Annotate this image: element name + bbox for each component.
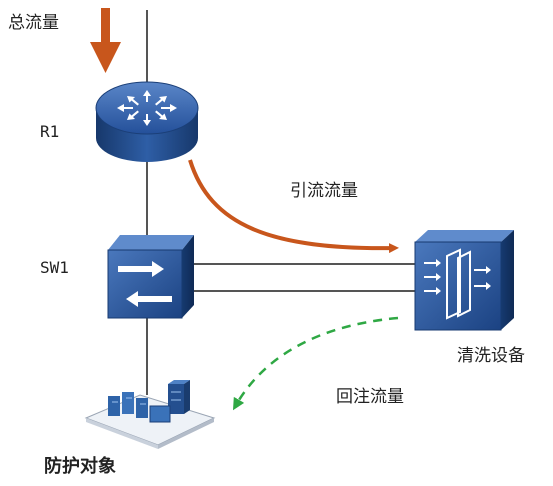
switch-label: SW1 <box>40 258 69 277</box>
router-label: R1 <box>40 122 60 141</box>
total-traffic-label: 总流量 <box>8 13 59 33</box>
protected-object-label: 防护对象 <box>44 456 116 477</box>
reinjected-traffic-label: 回注流量 <box>336 387 404 407</box>
diverted-traffic-arrow <box>188 159 399 254</box>
reinjected-traffic-arrow <box>232 316 399 411</box>
total-traffic-arrow <box>90 8 121 73</box>
scrubbing-device-icon <box>414 230 514 331</box>
scrubbing-device-label: 清洗设备 <box>457 346 525 366</box>
diverted-traffic-label: 引流流量 <box>290 181 358 201</box>
server-cluster-icon <box>84 380 216 449</box>
switch-icon <box>107 235 194 319</box>
router-icon <box>95 81 199 162</box>
